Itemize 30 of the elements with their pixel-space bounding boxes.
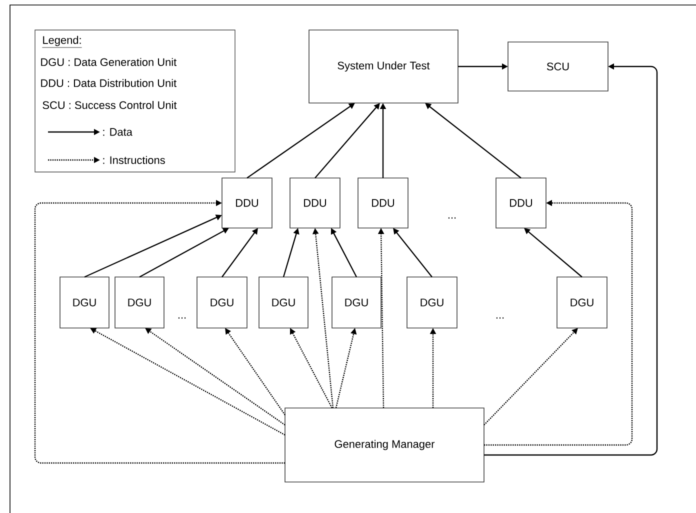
legend-text: : Instructions [103,156,165,164]
arrow [34,200,285,464]
ellipsis: ... [496,317,504,319]
unit-box: System Under Test [308,30,458,104]
arrow [425,103,522,178]
unit-box: DGU [114,276,164,328]
unit-box: SCU [508,42,608,92]
unit-box: DDU [358,178,408,228]
ellipsis: ... [178,317,186,319]
legend-definition: DDU : Data Distribution Unit [41,78,177,88]
legend-heading: Legend: [42,36,82,48]
unit-box: DGU [406,276,458,328]
legend-definition: SCU : Success Control Unit [42,100,177,110]
unit-box: DGU [556,276,608,328]
arrow [314,103,380,178]
arrow [524,228,582,278]
arrow [222,228,258,278]
unit-box: DDU [290,178,340,228]
unit-box: DGU [60,276,110,328]
legend-definition: DGU : Data Generation Unit [41,58,177,66]
unit-box: DGU [196,276,248,328]
arrow [484,328,578,426]
unit-box: DGU [332,276,382,328]
legend-text: : Data [103,128,132,136]
ellipsis: ... [448,217,456,219]
unit-box: Generating Manager [284,408,484,482]
arrow [393,228,432,278]
unit-box: DGU [258,276,308,328]
unit-box: DDU [222,178,272,228]
unit-box: DDU [496,178,546,228]
